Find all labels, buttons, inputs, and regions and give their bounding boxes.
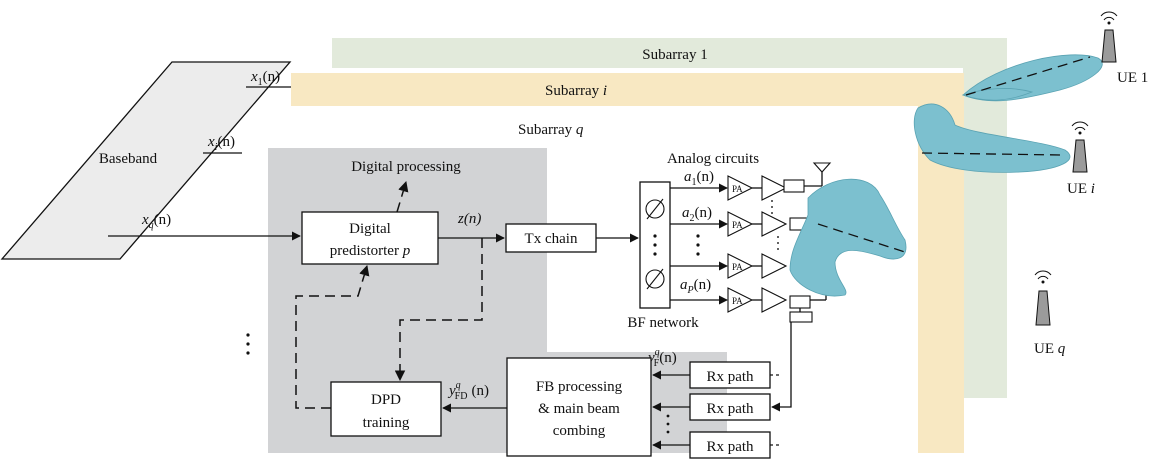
z-to-dpd-dashed-path [394,238,483,382]
digital-predistorter-block [301,211,439,265]
predistorter-line2: predistorter p [330,243,411,259]
subarray-q-label: Subarray q [518,122,584,138]
vertical-ellipsis [653,234,657,256]
baseband-label: Baseband [99,151,158,167]
vertical-ellipsis [246,333,250,355]
phase-shifter-icon [645,198,665,220]
dpd-training-line1: DPD [371,392,401,408]
subarray-1-label: Subarray 1 [642,47,707,63]
coupler-icon [789,311,813,323]
pa-branch-1: PA [670,162,832,214]
ue-q-device [1034,270,1052,326]
rx-path-3-label: Rx path [706,439,754,455]
fb-processing-line1: FB processing [536,379,623,395]
fb-processing-line3: combing [553,423,606,439]
fb-processing-block [506,357,652,457]
phase-shifter-icon [645,268,665,290]
digital-processing-arrow [396,180,409,213]
z-signal-label: z(n) [457,211,481,227]
rx-path-1-label: Rx path [706,369,754,385]
beam-ue-i [913,103,1071,173]
gain-ap-label: aP(n) [680,277,711,296]
svg-text:PA: PA [732,296,743,306]
ue-i-label: UE i [1067,181,1095,197]
rx-path-1-block [689,361,771,389]
tx-chain-block [505,223,597,253]
svg-text:PA: PA [732,184,743,194]
gain-a1-label: a1(n) [684,169,714,188]
x1-label: x1(n) [250,69,280,88]
fb-processing-line2: & main beam [538,401,620,417]
dpd-training-block [330,381,442,437]
digital-processing-label: Digital processing [351,159,461,175]
baseband-block [0,61,292,260]
bf-network-label: BF network [627,315,699,331]
rx-path-2-label: Rx path [706,401,754,417]
ue-1-device [1100,11,1118,63]
ue-1-label: UE 1 [1117,70,1148,86]
beam-ue-q-main [789,178,909,297]
feedback-line [771,322,792,412]
ue-q-label: UE q [1034,341,1066,357]
analog-circuits-label: Analog circuits [667,151,759,167]
beam-ue-1 [961,54,1103,102]
vertical-ellipsis [696,234,700,256]
vertical-ellipsis [666,414,670,434]
svg-text:PA: PA [732,262,743,272]
dpd-training-line2: training [363,415,410,431]
svg-text:PA: PA [732,220,743,230]
predistorter-line1: Digital [349,221,391,237]
dpd-to-predistorter-dashed-path [295,264,370,409]
xq-label: xq(n) [141,212,171,231]
xi-label: xi(n) [207,134,235,153]
gain-a2-label: a2(n) [682,205,712,224]
rx-path-3-block [689,431,771,459]
subarray-i-label: Subarray i [545,83,607,99]
ue-i-device [1071,121,1089,173]
tx-chain-label: Tx chain [525,231,578,247]
